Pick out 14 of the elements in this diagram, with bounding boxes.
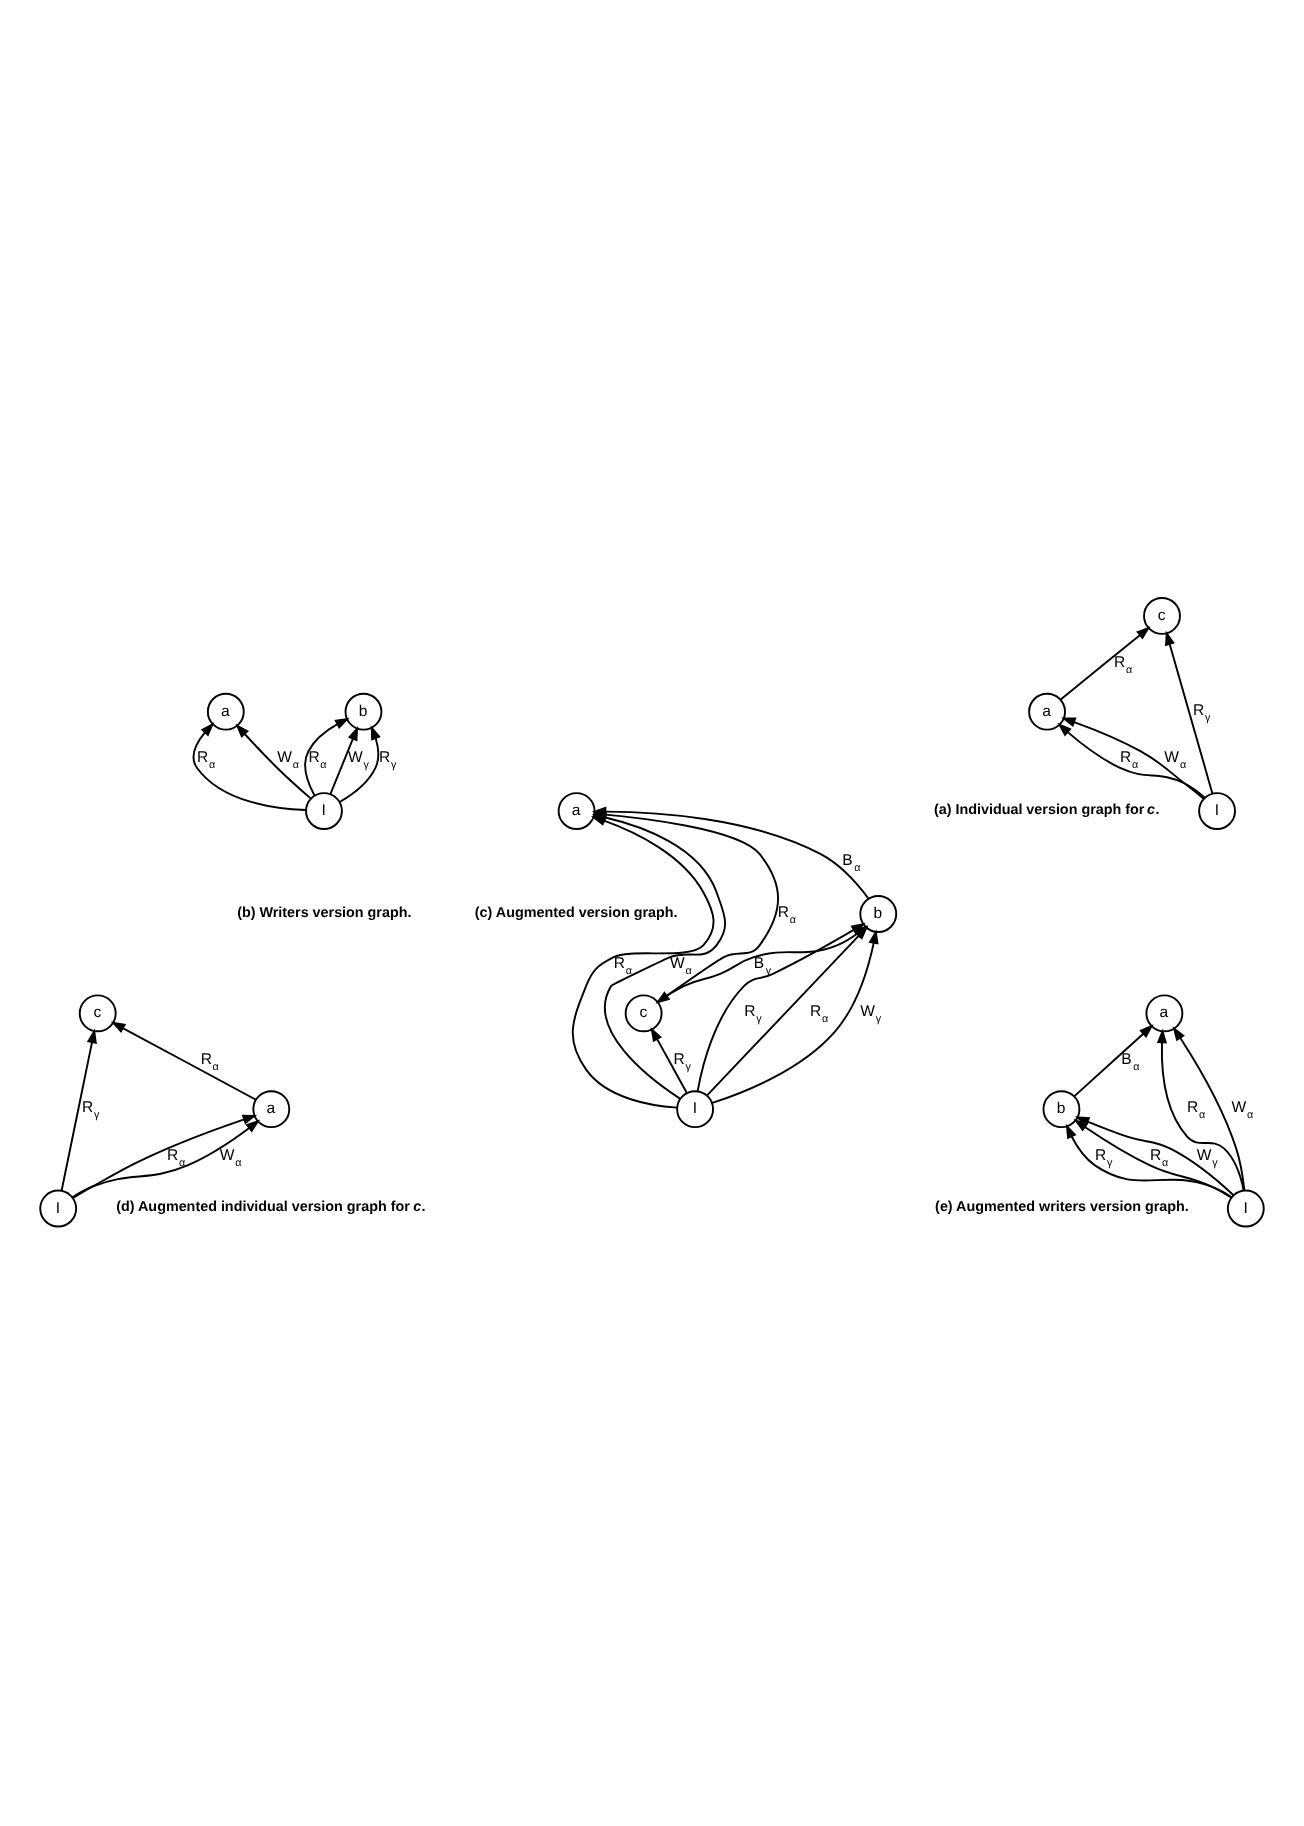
arrow [192,721,307,810]
arrow [593,811,779,1003]
arrow [338,724,381,802]
arrow [329,724,359,794]
arrow [60,1027,97,1191]
arrow [235,722,312,799]
arrow [304,716,350,796]
arrow [110,1020,257,1100]
arrow [1059,625,1151,700]
arrow [1073,1023,1154,1097]
arrow [650,1026,688,1093]
arrow [1165,629,1214,794]
arrow [1156,1027,1245,1191]
arrow [1172,1025,1246,1191]
